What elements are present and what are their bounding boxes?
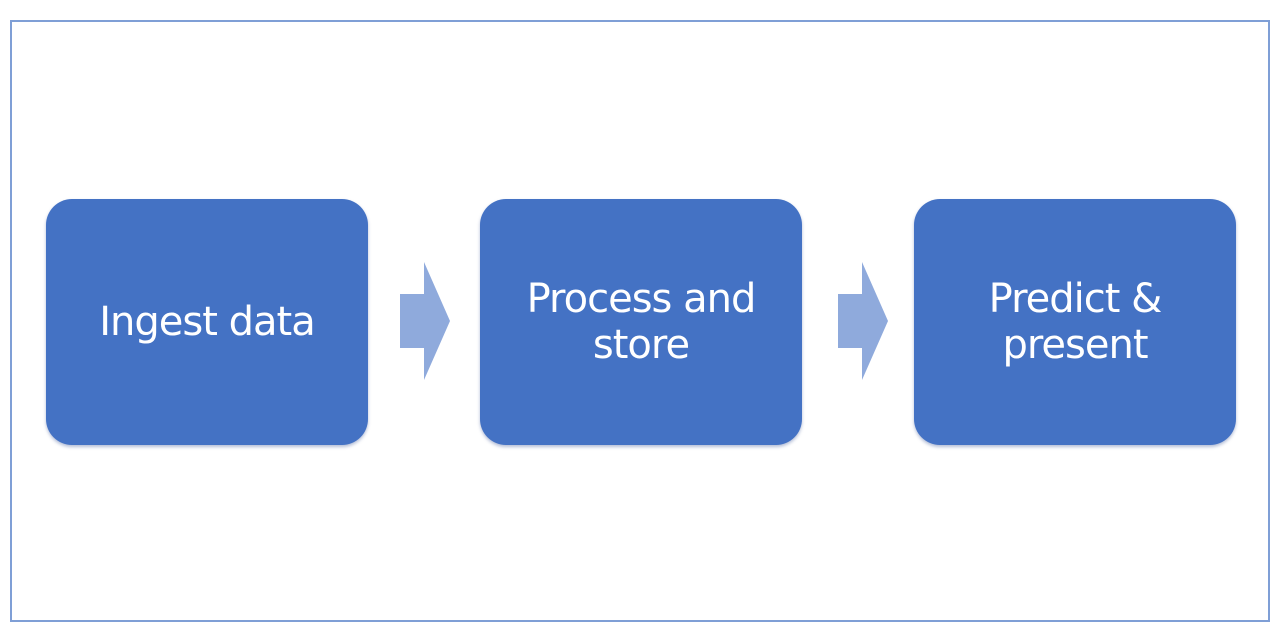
step-ingest-data: Ingest data <box>46 199 368 445</box>
step-label: Ingest data <box>99 299 315 345</box>
arrow-shape <box>838 262 888 380</box>
step-process-and-store: Process and store <box>480 199 802 445</box>
step-label: Process and store <box>526 276 757 368</box>
arrow-shape <box>400 262 450 380</box>
step-predict-and-present: Predict & present <box>914 199 1236 445</box>
step-label: Predict & present <box>988 276 1163 368</box>
right-arrow-icon <box>400 262 450 380</box>
right-arrow-icon <box>838 262 888 380</box>
